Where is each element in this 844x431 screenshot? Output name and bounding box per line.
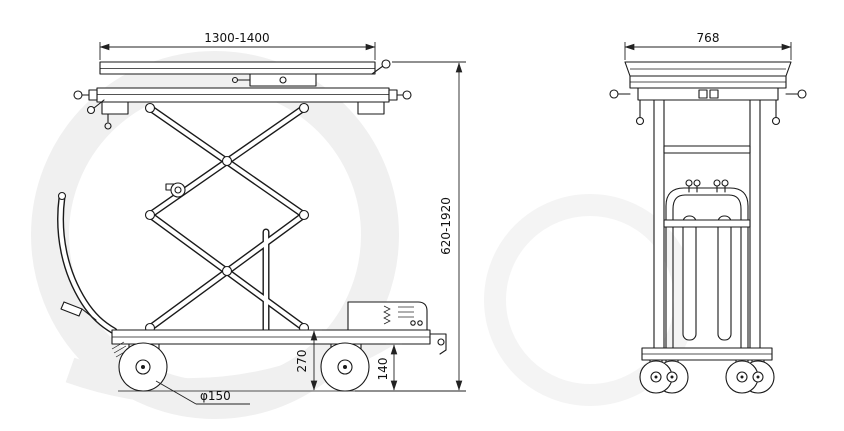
lift-cylinders bbox=[663, 215, 751, 341]
dimension-annotations: 1300-1400 620-1920 270 140 φ150 bbox=[99, 31, 792, 405]
dim-ground-clearance: 140 bbox=[376, 343, 402, 391]
knob-front-right bbox=[797, 89, 807, 99]
platform-latch bbox=[249, 73, 317, 87]
pump-spring bbox=[383, 305, 391, 325]
base-frame-front bbox=[641, 347, 773, 361]
knob-front-left bbox=[609, 89, 619, 99]
caster-front-left bbox=[111, 341, 168, 392]
clamp-knob-right bbox=[381, 59, 391, 69]
platform-side bbox=[73, 59, 412, 130]
caster-rear-left bbox=[320, 342, 370, 392]
label-ground-clearance: 140 bbox=[376, 358, 390, 381]
tow-hitch bbox=[429, 333, 447, 351]
foot-pedal bbox=[60, 301, 83, 317]
platform-front bbox=[609, 61, 807, 126]
dim-base-height: 270 bbox=[295, 329, 322, 391]
casters-front-view bbox=[639, 359, 775, 394]
handle-grip bbox=[57, 191, 67, 201]
label-overall-width: 768 bbox=[697, 31, 720, 45]
knob-left bbox=[73, 90, 83, 100]
watermark-swoosh bbox=[65, 309, 418, 405]
arch-frame-inner bbox=[672, 194, 742, 349]
knob-right bbox=[402, 90, 412, 100]
dim-overall-width: 768 bbox=[624, 31, 792, 60]
arch-frame-outer bbox=[665, 187, 749, 349]
handle-lever bbox=[57, 191, 118, 335]
side-view bbox=[57, 59, 447, 392]
dim-lift-height: 620-1920 bbox=[355, 61, 466, 392]
label-caster-diameter: φ150 bbox=[200, 389, 231, 403]
label-platform-length: 1300-1400 bbox=[204, 31, 269, 45]
label-lift-height: 620-1920 bbox=[439, 197, 453, 255]
release-valve bbox=[165, 182, 186, 198]
dim-platform-length: 1300-1400 bbox=[99, 31, 376, 60]
scissor-mechanism bbox=[144, 102, 310, 334]
pump-unit bbox=[347, 301, 447, 355]
dim-caster-diameter: φ150 bbox=[155, 380, 250, 405]
label-base-height: 270 bbox=[295, 350, 309, 373]
base-frame-side bbox=[111, 329, 431, 345]
front-view bbox=[609, 61, 807, 394]
scissor-pivots bbox=[144, 102, 310, 334]
